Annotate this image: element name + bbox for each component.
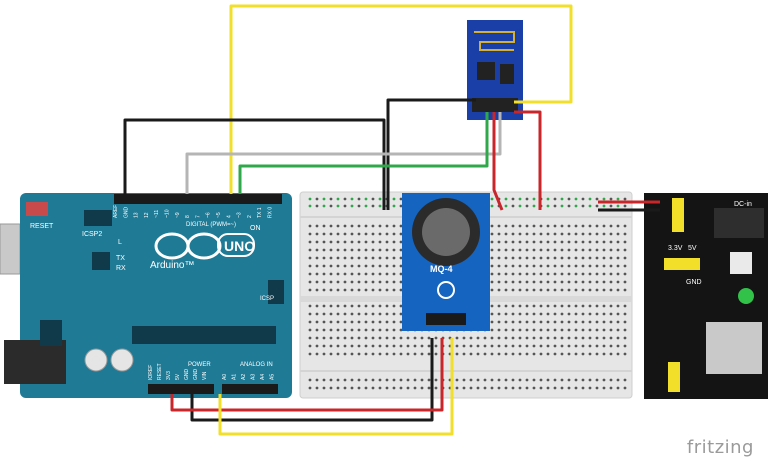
pin-label: 13 bbox=[134, 212, 140, 218]
wire-gray bbox=[185, 112, 502, 194]
tx-led-label: TX bbox=[116, 255, 125, 262]
power-led bbox=[738, 288, 754, 304]
pin-label: A0 bbox=[222, 374, 228, 380]
wire-yellow-top bbox=[229, 4, 573, 194]
analog-section-label: ANALOG IN bbox=[240, 362, 273, 368]
pin-label: A1 bbox=[232, 374, 238, 380]
mq4-gas-sensor: MQ-4 bbox=[402, 193, 490, 331]
pin-label: ~11 bbox=[154, 210, 160, 218]
atmega-chip bbox=[132, 326, 276, 344]
digital-header bbox=[114, 194, 282, 204]
gnd-label: GND bbox=[686, 279, 702, 286]
arduino-brand: Arduino™ bbox=[150, 260, 194, 271]
pin-label: TX 1 bbox=[257, 207, 263, 218]
pin-label: AREF bbox=[113, 205, 119, 218]
pin-label: 2 bbox=[247, 215, 253, 218]
pin-label: GND bbox=[184, 369, 190, 381]
icsp-label: ICSP bbox=[260, 296, 274, 302]
pin-label: 4 bbox=[226, 215, 232, 218]
analog-header bbox=[222, 384, 278, 394]
capacitor bbox=[84, 348, 108, 372]
dc-in-label: DC-in bbox=[734, 201, 752, 208]
pin-label: RX 0 bbox=[268, 207, 274, 218]
on-led-label: ON bbox=[250, 225, 261, 232]
pin-label: A3 bbox=[251, 374, 257, 380]
pin-label: ~10 bbox=[165, 209, 171, 218]
breadboard-holes bbox=[308, 197, 627, 390]
pin-label: GND bbox=[193, 369, 199, 381]
power-supply-module: DC-in 3.3V GND 5V bbox=[644, 193, 768, 399]
potentiometer-icon bbox=[437, 281, 455, 299]
rx-led-label: RX bbox=[116, 265, 126, 272]
v33-label: 3.3V bbox=[668, 245, 683, 252]
pin-label: IOREF bbox=[148, 365, 154, 380]
icsp2-label: ICSP2 bbox=[82, 231, 102, 238]
pin-label: A2 bbox=[241, 374, 247, 380]
wire-red-esp bbox=[492, 112, 504, 211]
digital-section-label: DIGITAL (PWM=~) bbox=[186, 222, 236, 228]
uno-logo-text: UNO bbox=[224, 238, 255, 254]
pin-label: A4 bbox=[260, 374, 266, 380]
pin-label: 12 bbox=[144, 212, 150, 218]
sensor-label: MQ-4 bbox=[430, 264, 453, 274]
wire-red-sensor bbox=[170, 338, 444, 412]
pin-label: 7 bbox=[195, 215, 201, 218]
arduino-uno-board: RESET ICSP2 L TX RX UNO Arduino™ ON ICSP… bbox=[0, 193, 292, 398]
pin-label: A5 bbox=[270, 374, 276, 380]
pin-label: ~6 bbox=[206, 212, 212, 218]
wire-yellow-sensor bbox=[218, 338, 454, 436]
pin-label: ~5 bbox=[216, 212, 222, 218]
pin-label: 5V bbox=[175, 373, 181, 380]
capacitor bbox=[110, 348, 134, 372]
wire-green bbox=[238, 112, 489, 194]
wire-red-vcc bbox=[514, 110, 542, 210]
esp8266-module bbox=[467, 20, 523, 120]
pin-label: VIN bbox=[202, 371, 208, 380]
pin-label: RESET bbox=[157, 363, 163, 380]
pin-label: GND bbox=[123, 207, 129, 219]
l-led-label: L bbox=[118, 239, 122, 246]
fritzing-watermark: fritzing bbox=[686, 437, 754, 458]
wire-black-sensor bbox=[190, 338, 434, 422]
power-header bbox=[148, 384, 214, 394]
wire-black-esp bbox=[386, 98, 476, 210]
pin-label: 3V3 bbox=[166, 371, 172, 380]
pin-label: ~3 bbox=[237, 212, 243, 218]
power-section-label: POWER bbox=[188, 362, 211, 368]
pin-label: 8 bbox=[185, 215, 191, 218]
pin-label: ~9 bbox=[175, 212, 181, 218]
reset-label: RESET bbox=[30, 223, 54, 230]
v5-label: 5V bbox=[688, 245, 697, 252]
digital-pin-labels: AREF GND 13 12 ~11 ~10 ~9 8 7 ~6 ~5 4 ~3 2 TX 1 RX 0 bbox=[113, 205, 274, 218]
wires bbox=[123, 4, 660, 436]
